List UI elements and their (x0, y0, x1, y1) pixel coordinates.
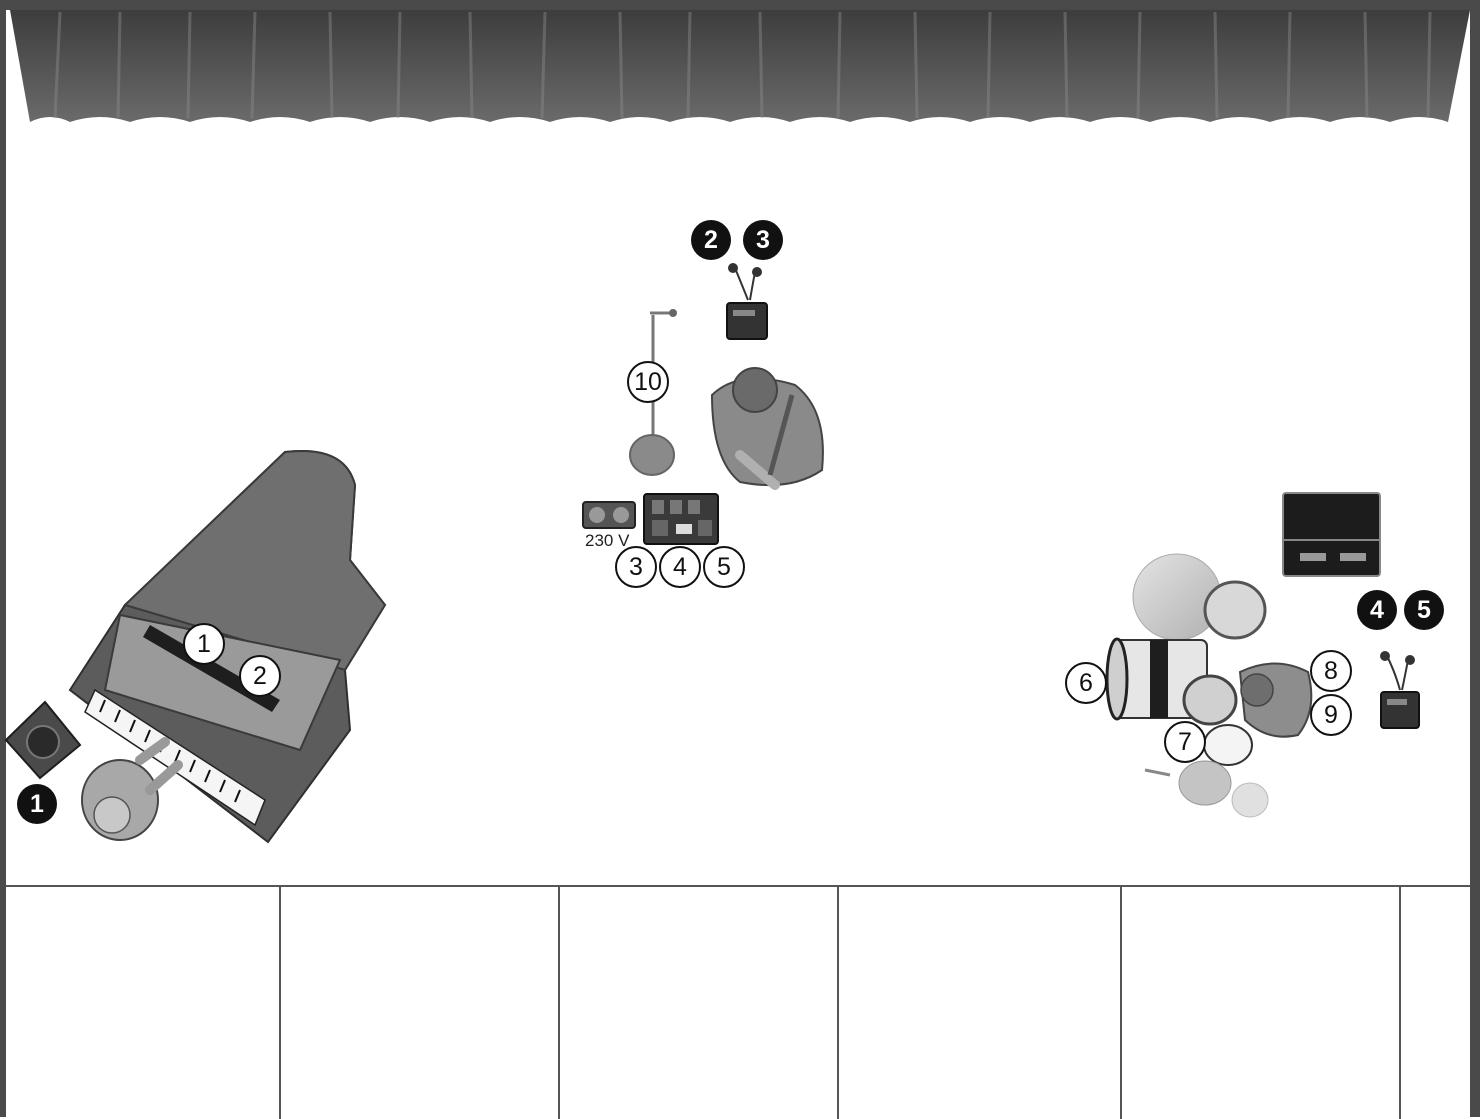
guitarist-icon (712, 368, 823, 485)
table-column-divider (1399, 887, 1401, 1119)
flight-case-icon (1283, 493, 1380, 576)
input-marker-1: 1 (183, 623, 225, 665)
input-marker-10: 10 (627, 361, 669, 403)
monitor-marker-4: 4 (1357, 590, 1397, 630)
drummer-icon (1240, 664, 1311, 737)
input-marker-9: 9 (1310, 694, 1352, 736)
in-ear-monitor-center-icon (727, 263, 767, 339)
table-column-divider (1120, 887, 1122, 1119)
power-outlet-label: 230 V (585, 531, 629, 551)
input-marker-7: 7 (1164, 721, 1206, 763)
monitor-marker-3: 3 (743, 220, 783, 260)
input-marker-6: 6 (1065, 662, 1107, 704)
monitor-marker-5: 5 (1404, 590, 1444, 630)
input-marker-4: 4 (659, 546, 701, 588)
piano-monitor-wedge-icon (6, 702, 80, 778)
input-marker-5: 5 (703, 546, 745, 588)
table-column-divider (558, 887, 560, 1119)
in-ear-monitor-right-icon (1380, 651, 1419, 728)
input-marker-2: 2 (239, 655, 281, 697)
table-column-divider (837, 887, 839, 1119)
input-list-table (6, 885, 1470, 1117)
input-marker-3: 3 (615, 546, 657, 588)
input-marker-8: 8 (1310, 650, 1352, 692)
stage-curtain (10, 10, 1470, 122)
monitor-marker-2: 2 (691, 220, 731, 260)
pedalboard-icon (644, 494, 718, 544)
power-outlet-icon (583, 502, 635, 528)
monitor-marker-1: 1 (17, 784, 57, 824)
table-column-divider (279, 887, 281, 1119)
